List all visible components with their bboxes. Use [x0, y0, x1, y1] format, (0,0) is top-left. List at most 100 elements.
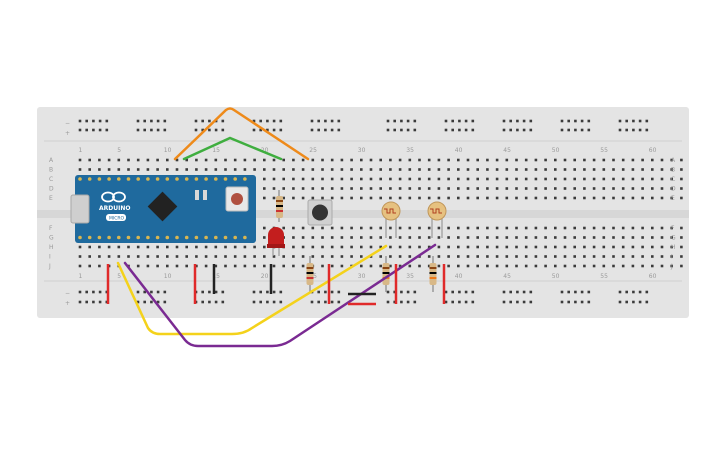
breadboard-hole[interactable] — [641, 196, 644, 200]
breadboard-hole[interactable] — [680, 226, 683, 230]
breadboard-hole[interactable] — [350, 196, 353, 200]
breadboard-hole[interactable] — [311, 236, 315, 239]
breadboard-hole[interactable] — [670, 177, 673, 181]
breadboard-hole[interactable] — [437, 245, 441, 249]
breadboard-hole[interactable] — [78, 255, 82, 258]
breadboard-hole[interactable] — [444, 290, 448, 294]
breadboard-hole[interactable] — [515, 158, 518, 162]
breadboard-hole[interactable] — [340, 158, 344, 162]
breadboard-hole[interactable] — [369, 264, 373, 268]
breadboard-hole[interactable] — [259, 290, 262, 294]
breadboard-hole[interactable] — [292, 245, 295, 249]
breadboard-hole[interactable] — [221, 119, 225, 123]
arduino-pin[interactable] — [87, 177, 92, 181]
breadboard-hole[interactable] — [645, 119, 649, 123]
breadboard-hole[interactable] — [282, 264, 285, 268]
breadboard-hole[interactable] — [670, 187, 673, 190]
breadboard-hole[interactable] — [638, 290, 642, 294]
breadboard-hole[interactable] — [466, 187, 470, 190]
breadboard-hole[interactable] — [486, 177, 489, 181]
breadboard-hole[interactable] — [98, 168, 101, 171]
breadboard-hole[interactable] — [680, 255, 683, 258]
breadboard-hole[interactable] — [592, 158, 596, 162]
breadboard-hole[interactable] — [408, 236, 412, 239]
breadboard-hole[interactable] — [618, 119, 622, 123]
breadboard-hole[interactable] — [458, 300, 461, 304]
arduino-pin[interactable] — [117, 177, 121, 181]
breadboard-hole[interactable] — [175, 245, 179, 249]
breadboard-hole[interactable] — [214, 245, 218, 249]
breadboard-hole[interactable] — [266, 128, 269, 132]
breadboard-hole[interactable] — [360, 245, 363, 249]
breadboard-hole[interactable] — [272, 290, 276, 294]
arduino-pin[interactable] — [146, 235, 150, 240]
breadboard-hole[interactable] — [78, 128, 82, 132]
breadboard-hole[interactable] — [263, 158, 266, 162]
breadboard-hole[interactable] — [350, 168, 353, 171]
breadboard-hole[interactable] — [544, 236, 547, 239]
breadboard-hole[interactable] — [471, 128, 475, 132]
breadboard-hole[interactable] — [670, 196, 673, 200]
breadboard-hole[interactable] — [554, 236, 557, 239]
breadboard-hole[interactable] — [505, 187, 509, 190]
breadboard-hole[interactable] — [263, 236, 266, 239]
breadboard-hole[interactable] — [522, 300, 526, 304]
breadboard-hole[interactable] — [554, 168, 557, 171]
breadboard-hole[interactable] — [495, 177, 499, 181]
breadboard-hole[interactable] — [602, 264, 606, 268]
breadboard-hole[interactable] — [221, 290, 225, 294]
breadboard-hole[interactable] — [214, 264, 218, 268]
arduino-pin[interactable] — [233, 235, 237, 240]
breadboard-hole[interactable] — [660, 168, 664, 171]
breadboard-hole[interactable] — [350, 245, 353, 249]
breadboard-hole[interactable] — [166, 168, 169, 171]
breadboard-hole[interactable] — [201, 290, 204, 294]
breadboard-hole[interactable] — [505, 226, 509, 230]
breadboard-hole[interactable] — [495, 187, 499, 190]
breadboard-hole[interactable] — [350, 226, 353, 230]
arduino-pin[interactable] — [107, 235, 111, 240]
breadboard-hole[interactable] — [389, 196, 392, 200]
breadboard-hole[interactable] — [321, 264, 324, 268]
arduino-pin[interactable] — [184, 177, 189, 181]
breadboard-hole[interactable] — [651, 168, 654, 171]
arduino-pin[interactable] — [184, 235, 189, 240]
breadboard-hole[interactable] — [263, 245, 266, 249]
breadboard-hole[interactable] — [621, 255, 625, 258]
breadboard-hole[interactable] — [567, 290, 570, 294]
breadboard-hole[interactable] — [98, 119, 102, 123]
breadboard-hole[interactable] — [466, 255, 470, 258]
breadboard-hole[interactable] — [321, 255, 324, 258]
arduino-pin[interactable] — [223, 177, 228, 181]
breadboard-hole[interactable] — [224, 264, 227, 268]
breadboard-hole[interactable] — [282, 196, 285, 200]
breadboard-hole[interactable] — [641, 158, 644, 162]
breadboard-hole[interactable] — [458, 119, 461, 123]
breadboard-hole[interactable] — [185, 264, 188, 268]
breadboard-hole[interactable] — [201, 128, 204, 132]
breadboard-hole[interactable] — [214, 128, 218, 132]
breadboard-hole[interactable] — [447, 187, 450, 190]
breadboard-hole[interactable] — [350, 255, 353, 258]
breadboard-hole[interactable] — [418, 245, 421, 249]
breadboard-hole[interactable] — [476, 264, 479, 268]
breadboard-hole[interactable] — [427, 264, 431, 268]
arduino-micro[interactable]: ARDUINO MICRO — [70, 175, 256, 243]
breadboard-hole[interactable] — [592, 226, 596, 230]
breadboard-hole[interactable] — [272, 255, 276, 258]
breadboard-hole[interactable] — [618, 290, 622, 294]
photoresistor[interactable] — [381, 201, 401, 238]
breadboard-hole[interactable] — [457, 168, 460, 171]
breadboard-hole[interactable] — [515, 236, 518, 239]
breadboard-hole[interactable] — [204, 245, 208, 249]
breadboard-hole[interactable] — [583, 245, 586, 249]
breadboard-hole[interactable] — [400, 128, 403, 132]
breadboard-hole[interactable] — [612, 255, 615, 258]
breadboard-hole[interactable] — [413, 290, 417, 294]
arduino-pin[interactable] — [214, 235, 218, 240]
breadboard-hole[interactable] — [389, 187, 392, 190]
breadboard-hole[interactable] — [466, 158, 470, 162]
breadboard-hole[interactable] — [194, 128, 198, 132]
breadboard-hole[interactable] — [146, 168, 150, 171]
breadboard-hole[interactable] — [208, 290, 211, 294]
